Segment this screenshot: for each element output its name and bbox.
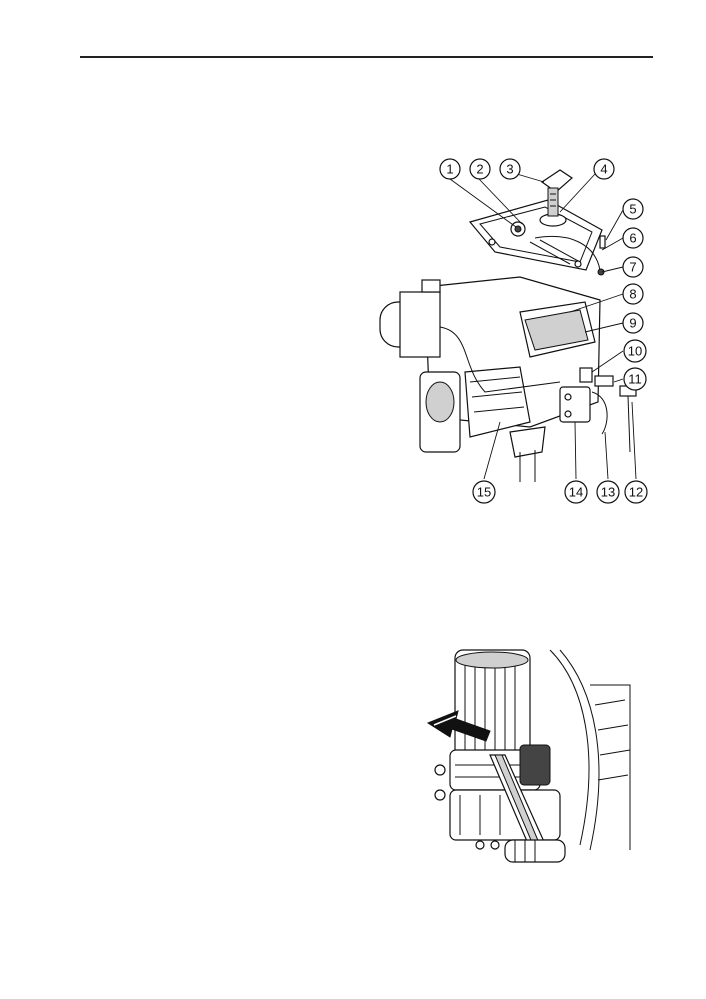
callout-13: 13 bbox=[596, 480, 620, 504]
callout-label: 5 bbox=[629, 202, 636, 217]
closeup-drawing bbox=[426, 649, 631, 863]
callout-2: 2 bbox=[469, 158, 491, 180]
ribbed-tube bbox=[454, 649, 531, 761]
callout-label: 1 bbox=[446, 162, 453, 177]
callout-12: 12 bbox=[624, 480, 648, 504]
engine-assembly-drawing: 1 2 3 4 5 6 7 8 9 10 11 12 13 14 15 bbox=[379, 158, 648, 504]
callout-label: 9 bbox=[629, 316, 636, 331]
callout-10: 10 bbox=[623, 339, 647, 363]
pointer-arrow-icon bbox=[426, 710, 491, 742]
callout-8: 8 bbox=[622, 283, 644, 305]
callout-6: 6 bbox=[622, 227, 644, 249]
side-fittings bbox=[559, 367, 637, 453]
callout-15: 15 bbox=[472, 480, 496, 504]
callout-label: 15 bbox=[477, 485, 491, 500]
callout-3: 3 bbox=[499, 158, 521, 180]
callout-11: 11 bbox=[623, 367, 647, 391]
float-sensor bbox=[540, 169, 573, 217]
callout-label: 2 bbox=[476, 162, 483, 177]
callout-label: 3 bbox=[506, 162, 513, 177]
callout-4: 4 bbox=[593, 158, 615, 180]
callout-9: 9 bbox=[622, 312, 644, 334]
callout-label: 12 bbox=[629, 485, 643, 500]
callout-label: 7 bbox=[629, 260, 636, 275]
callout-label: 14 bbox=[569, 485, 583, 500]
callout-label: 10 bbox=[628, 344, 642, 359]
callout-label: 11 bbox=[628, 372, 642, 387]
callout-label: 8 bbox=[629, 287, 636, 302]
cover-plate bbox=[468, 199, 603, 271]
leader-lines bbox=[449, 171, 637, 480]
callout-7: 7 bbox=[622, 256, 644, 278]
figure-closeup bbox=[410, 645, 635, 867]
figure-engine-assembly: 1 2 3 4 5 6 7 8 9 10 11 12 13 14 15 bbox=[370, 152, 660, 512]
engine-body bbox=[379, 276, 601, 482]
callout-1: 1 bbox=[439, 158, 461, 180]
callout-label: 13 bbox=[601, 485, 615, 500]
header-rule bbox=[80, 56, 653, 58]
callout-14: 14 bbox=[564, 480, 588, 504]
callout-label: 6 bbox=[629, 231, 636, 246]
grille bbox=[524, 309, 589, 351]
callout-label: 4 bbox=[600, 162, 607, 177]
callout-5: 5 bbox=[622, 198, 644, 220]
